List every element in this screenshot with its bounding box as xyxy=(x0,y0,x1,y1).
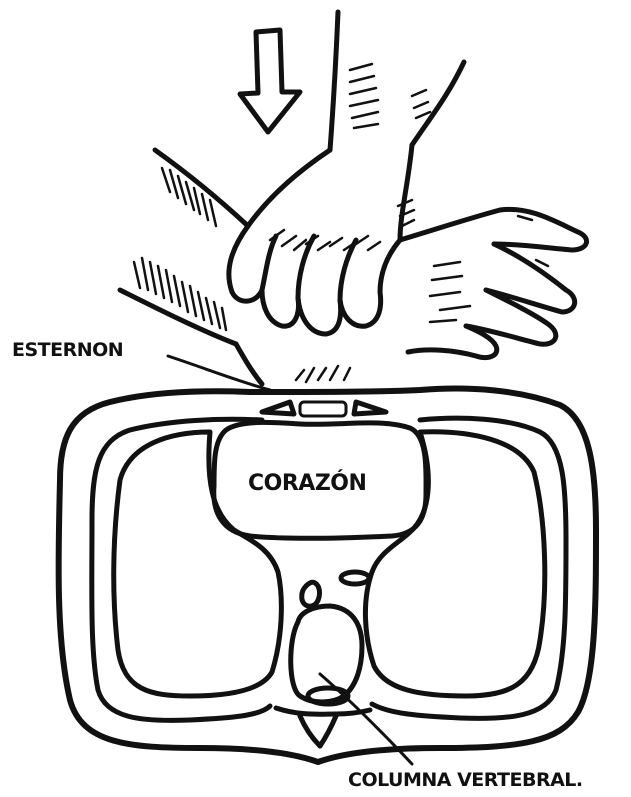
spine-label: COLUMNA VERTEBRAL. xyxy=(348,769,583,791)
sternum-label: ESTERNON xyxy=(12,339,123,361)
heart-label: CORAZÓN xyxy=(248,470,366,496)
hands-illustration xyxy=(120,12,587,384)
down-arrow-icon xyxy=(240,30,300,132)
sternum-annotation: ESTERNON xyxy=(12,339,270,390)
right-lung xyxy=(365,432,544,696)
vertebral-column xyxy=(276,572,412,764)
heart: CORAZÓN xyxy=(214,422,426,538)
